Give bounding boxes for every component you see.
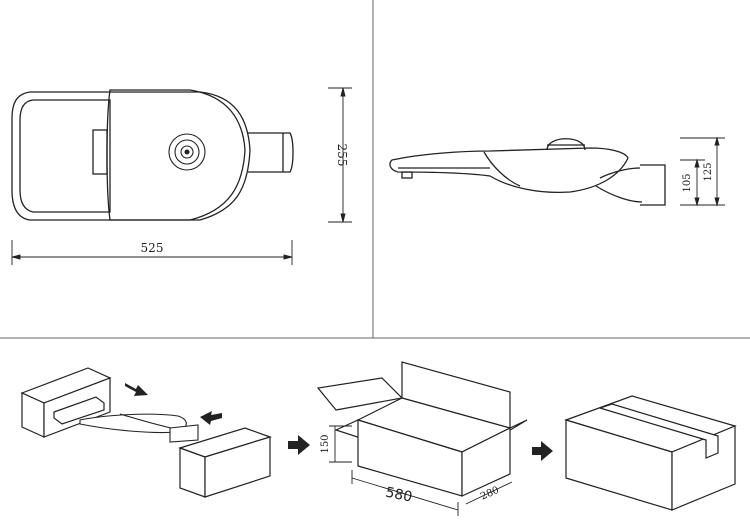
- insert-arrow-icon: [125, 383, 222, 425]
- carton-height-dimension: [329, 425, 352, 463]
- carton-width-label: 280: [479, 485, 501, 503]
- side-height-dimension-b: [680, 136, 725, 207]
- width-dimension: [11, 240, 293, 265]
- carton-length-dimension: [351, 470, 459, 516]
- height-dimension-label: 255: [335, 144, 349, 167]
- carton-length-label: 580: [384, 484, 413, 505]
- open-carton: [316, 361, 528, 497]
- foam-insert-bottom: [178, 427, 272, 498]
- step-arrow-icon: [288, 435, 310, 455]
- width-dimension-label: 525: [141, 241, 164, 255]
- carton-height-label: 150: [320, 434, 331, 453]
- foam-insert-top: [20, 367, 112, 438]
- step-arrow-icon: [532, 441, 553, 461]
- lamp-in-packing: [79, 413, 199, 443]
- sealed-carton: [564, 395, 737, 511]
- sensor-icon: [168, 133, 206, 171]
- height-dimension: [328, 87, 352, 223]
- top-view-drawing: [11, 89, 294, 221]
- side-height-label-b: 125: [703, 162, 714, 181]
- carton-width-dimension: [465, 481, 513, 505]
- side-height-label-a: 105: [682, 173, 693, 192]
- side-height-dimension-a: [680, 158, 725, 207]
- side-view-drawing: [389, 138, 666, 206]
